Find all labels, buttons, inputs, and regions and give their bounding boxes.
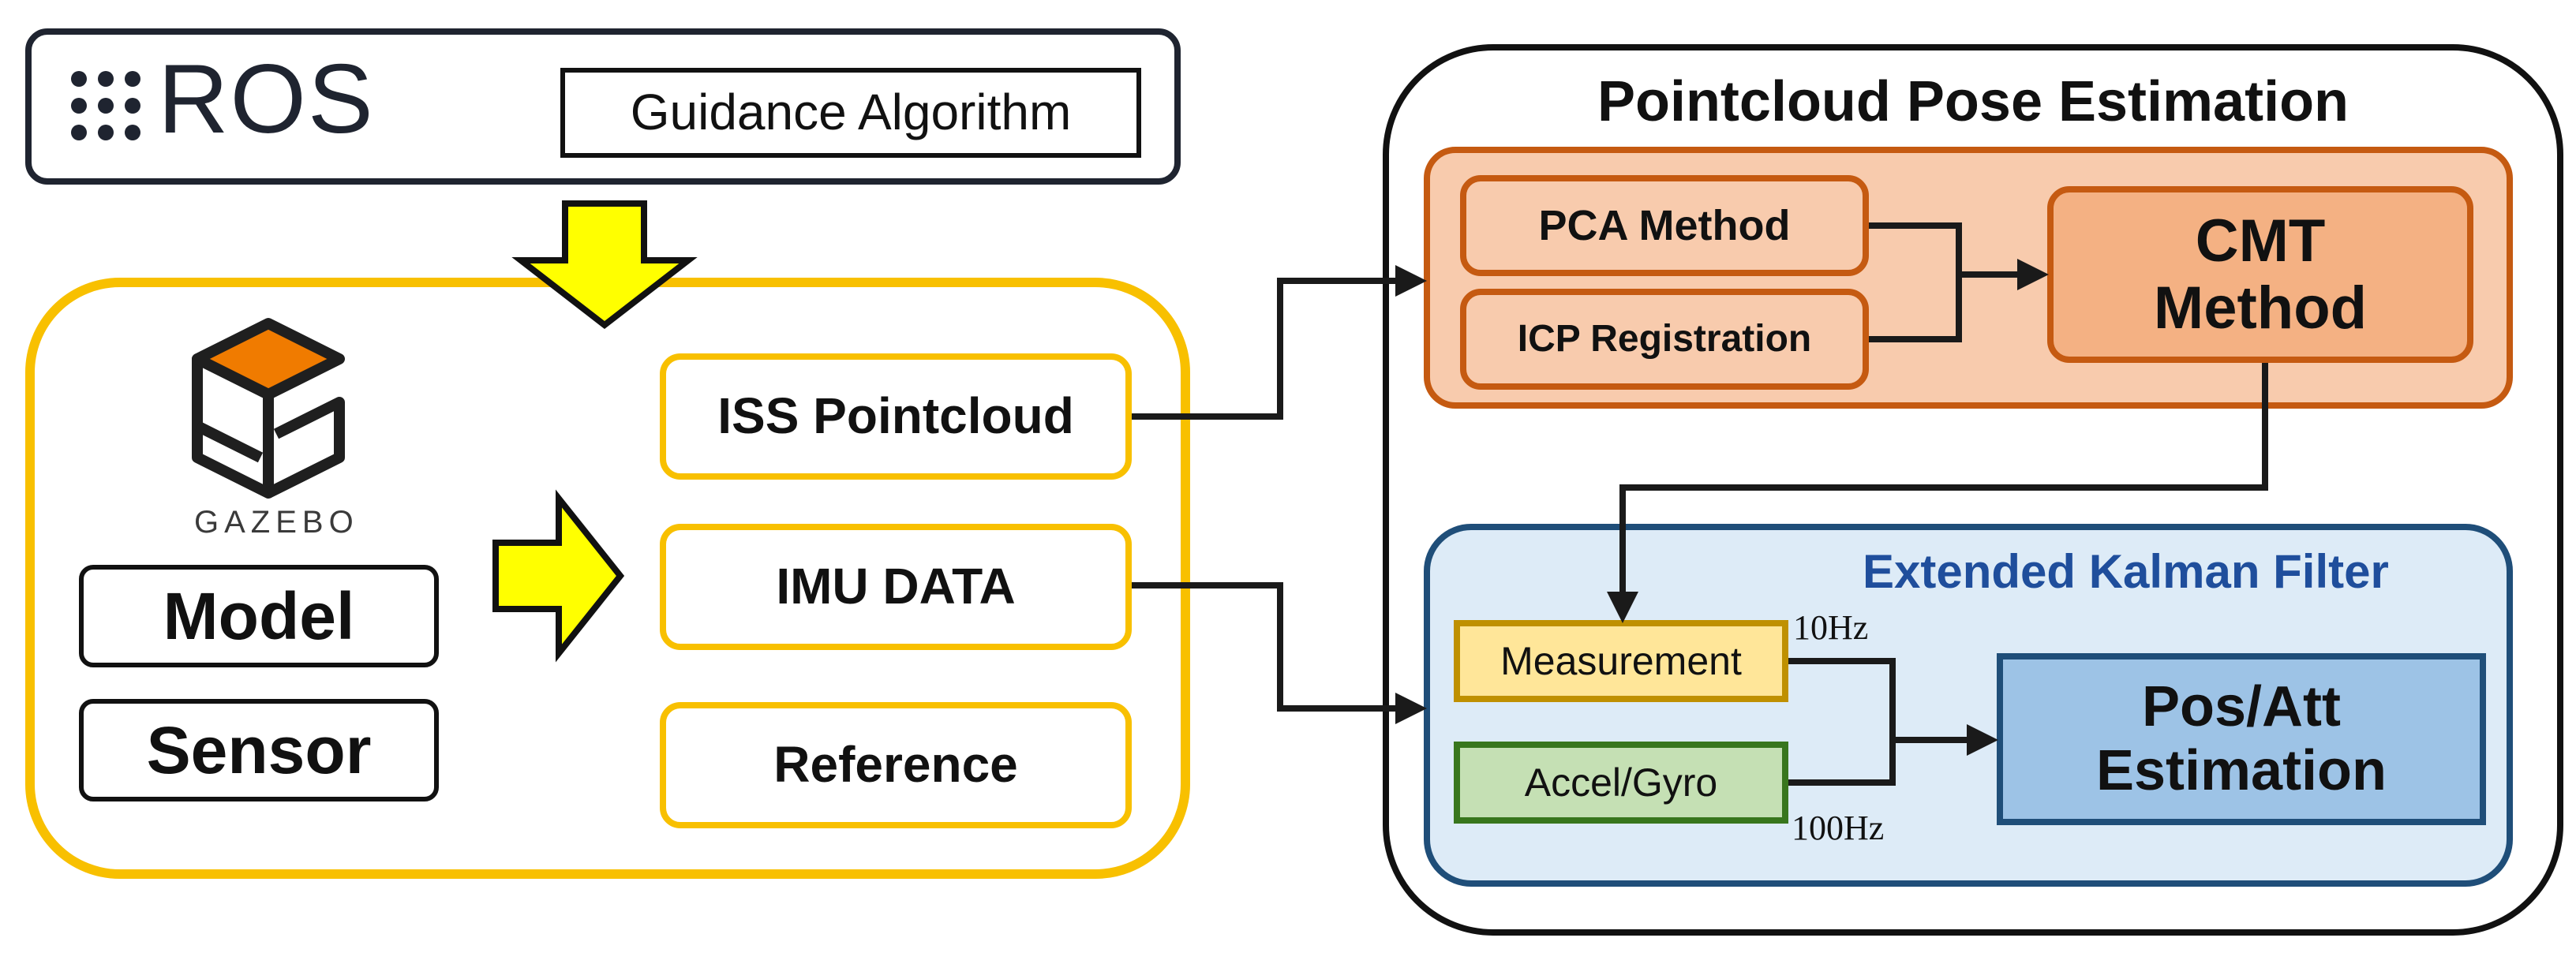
model-box: Model <box>79 565 439 667</box>
cmt-method-line1: CMT <box>2195 207 2326 275</box>
cmt-method-label: CMT Method <box>2154 207 2367 342</box>
icp-registration-box: ICP Registration <box>1460 289 1869 390</box>
measurement-rate-label: 10Hz <box>1793 608 1869 647</box>
ekf-title: Extended Kalman Filter <box>1863 545 2389 598</box>
accel-gyro-box: Accel/Gyro <box>1454 742 1788 824</box>
pose-estimation-title: Pointcloud Pose Estimation <box>1597 70 2349 133</box>
pos-att-line2: Estimation <box>2095 739 2387 802</box>
sensor-box: Sensor <box>79 699 439 801</box>
accel-gyro-rate-label: 100Hz <box>1792 809 1885 847</box>
measurement-box: Measurement <box>1454 620 1788 702</box>
pos-att-line1: Pos/Att <box>2142 675 2341 739</box>
cmt-method-line2: Method <box>2153 275 2368 342</box>
iss-pointcloud-label: ISS Pointcloud <box>717 387 1074 445</box>
measurement-label: Measurement <box>1500 639 1742 683</box>
reference-box: Reference <box>660 702 1132 828</box>
cmt-method-box: CMT Method <box>2047 186 2473 363</box>
guidance-algorithm-box: Guidance Algorithm <box>560 68 1141 158</box>
imu-data-box: IMU DATA <box>660 524 1132 650</box>
reference-label: Reference <box>773 736 1018 794</box>
sensor-label: Sensor <box>146 712 372 787</box>
pos-att-estimation-label: Pos/Att Estimation <box>2096 675 2387 802</box>
pca-method-label: PCA Method <box>1538 201 1791 249</box>
pos-att-estimation-box: Pos/Att Estimation <box>1997 653 2486 825</box>
icp-registration-label: ICP Registration <box>1517 318 1812 361</box>
guidance-algorithm-label: Guidance Algorithm <box>630 84 1072 141</box>
gazebo-logo-text: GAZEBO <box>194 505 359 540</box>
ros-logo-text: ROS <box>158 45 375 154</box>
model-label: Model <box>163 578 355 653</box>
imu-data-label: IMU DATA <box>776 558 1016 615</box>
pca-method-box: PCA Method <box>1460 175 1869 276</box>
accel-gyro-label: Accel/Gyro <box>1524 760 1718 805</box>
iss-pointcloud-box: ISS Pointcloud <box>660 353 1132 480</box>
